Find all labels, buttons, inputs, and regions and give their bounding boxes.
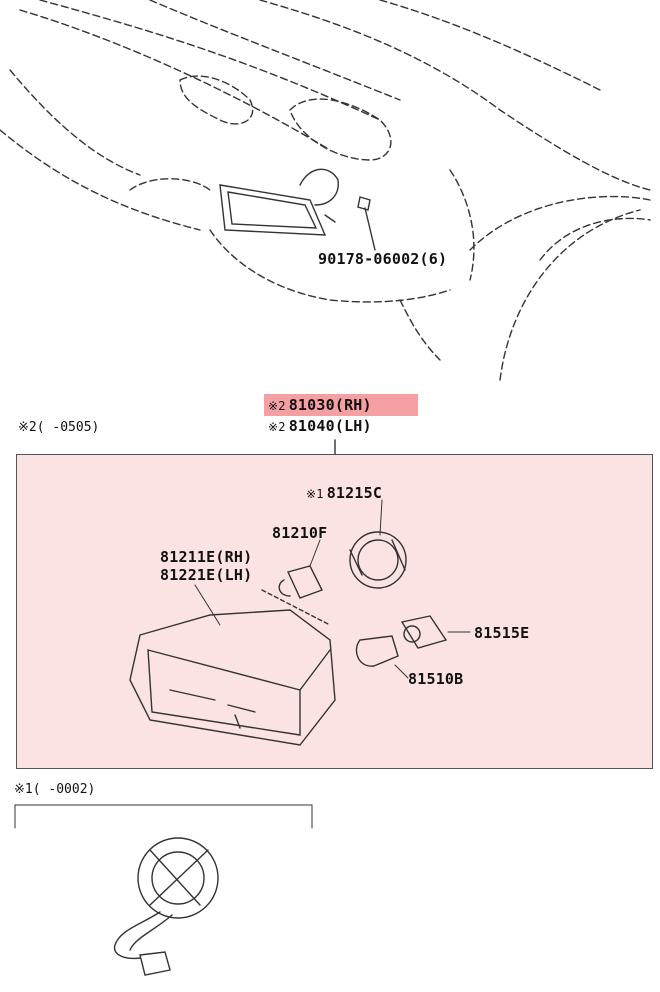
assembly-rh-part-number: 81030(RH) xyxy=(288,396,372,414)
bulb-socket-e-icon xyxy=(400,615,448,649)
fog-lamp-on-car-icon xyxy=(219,168,339,236)
note-2: ※2( -0505) xyxy=(18,420,99,435)
lens-rh-part-number[interactable]: 81211E(RH) xyxy=(160,548,253,566)
car-body-outline xyxy=(0,0,651,381)
mark1: ※1 xyxy=(306,487,324,501)
note-2-range: ( -0505) xyxy=(36,420,100,435)
small-bulb-icon xyxy=(355,635,399,667)
leader-lines xyxy=(194,499,471,679)
socket-e-part-number[interactable]: 81515E xyxy=(474,624,530,642)
mark2: ※2 xyxy=(18,420,37,435)
bulb-socket-harness-icon xyxy=(113,837,219,976)
selected-part-highlight xyxy=(264,394,418,416)
bulb-b-part-number[interactable]: 81510B xyxy=(408,670,464,688)
mark2: ※2 xyxy=(268,399,286,413)
lens-lh-part-number[interactable]: 81221E(LH) xyxy=(160,566,253,584)
bolt-icon xyxy=(357,196,376,251)
assembly-lh-part-number: 81040(LH) xyxy=(288,417,372,435)
socket-c-part-number: 81215C xyxy=(326,484,383,502)
fog-lamp-assembly-box xyxy=(16,454,653,769)
bolt-part-number[interactable]: 90178-06002(6) xyxy=(318,250,448,268)
bulb-f-part-number[interactable]: 81210F xyxy=(272,524,328,542)
note-1-range: ( -0002) xyxy=(32,782,96,797)
lamp-housing-icon xyxy=(129,609,336,746)
note-1: ※1( -0002) xyxy=(14,782,95,797)
mark2: ※2 xyxy=(268,420,286,434)
bulb-socket-c-icon xyxy=(349,531,407,589)
mark1: ※1 xyxy=(14,782,33,797)
halogen-bulb-icon xyxy=(261,565,331,626)
socket-bracket xyxy=(14,804,313,829)
